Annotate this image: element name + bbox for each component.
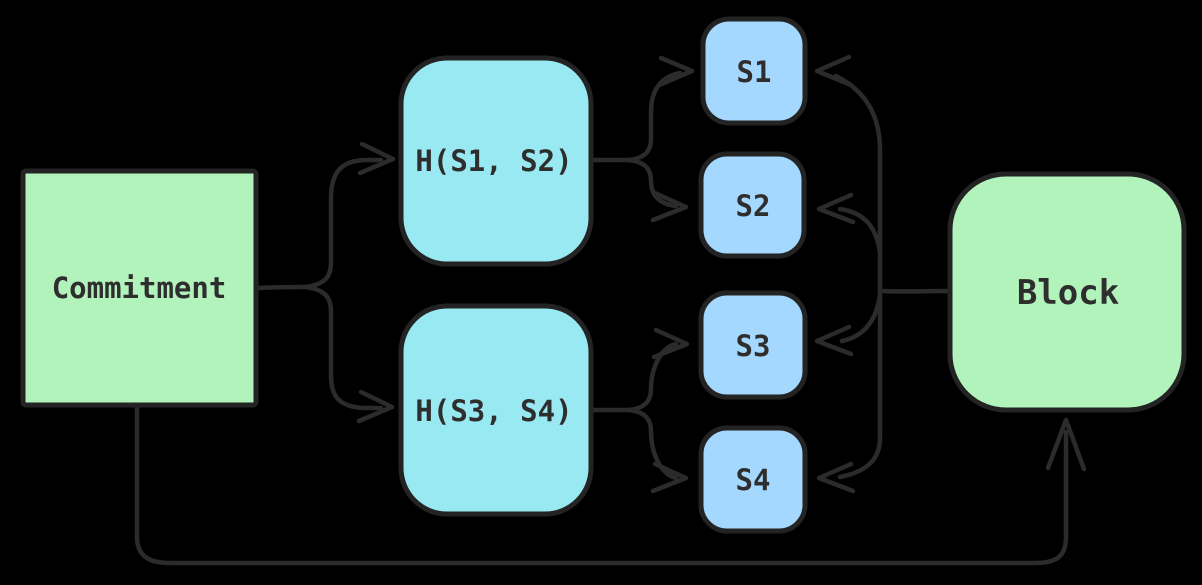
arrowhead-into-s4-right	[816, 461, 856, 494]
arrowhead-into-s1-right	[814, 54, 854, 88]
s4-box	[698, 425, 808, 534]
hash34-box	[398, 303, 594, 517]
hash12-box	[398, 55, 594, 267]
edge-hash12-to-s1	[626, 70, 683, 163]
edge-block-trunk-s1-s4	[833, 73, 883, 480]
edge-commitment-to-hash12	[303, 157, 384, 290]
s4-label: S4	[736, 463, 771, 497]
labels-layer: Commitment H(S1, S2) H(S3, S4) S1 S2 S3 …	[52, 55, 1119, 497]
edge-block-to-s2	[837, 206, 883, 256]
arrowhead-into-s3-right	[814, 324, 854, 357]
arrowhead-into-hash34	[356, 389, 395, 424]
s2-box	[698, 151, 807, 259]
edge-commitment-to-hash34	[303, 284, 384, 411]
edge-commitment-to-block	[134, 405, 1069, 566]
arrowhead-into-s2-right	[816, 192, 856, 225]
arrowhead-into-s1-left	[656, 55, 695, 88]
hash34-label: H(S3, S4)	[415, 394, 572, 428]
s2-label: S2	[736, 189, 771, 223]
arrowhead-into-s4-left	[650, 461, 689, 494]
edge-hash34-to-s4	[626, 407, 679, 481]
s1-label: S1	[737, 55, 772, 89]
s3-box	[698, 290, 808, 400]
edge-hash34-to-s3	[626, 341, 679, 413]
arrowhead-into-block-bottom	[1045, 417, 1087, 472]
block-label: Block	[1017, 273, 1119, 313]
edge-block-to-s3	[839, 291, 883, 344]
block-box	[947, 171, 1187, 413]
s1-box	[700, 16, 808, 126]
edge-commitment-stub	[255, 284, 309, 291]
arrowhead-into-hash12	[357, 141, 396, 176]
hash12-label: H(S1, S2)	[415, 144, 572, 178]
arrowhead-into-s2-left	[650, 190, 689, 223]
edges-layer	[134, 54, 1087, 566]
commitment-label: Commitment	[52, 271, 227, 305]
boxes-layer	[20, 16, 1187, 534]
s3-label: S3	[736, 329, 771, 363]
arrowhead-into-s3-left	[651, 327, 690, 360]
commitment-box	[20, 168, 259, 408]
edge-hash12-to-s2	[626, 157, 679, 209]
